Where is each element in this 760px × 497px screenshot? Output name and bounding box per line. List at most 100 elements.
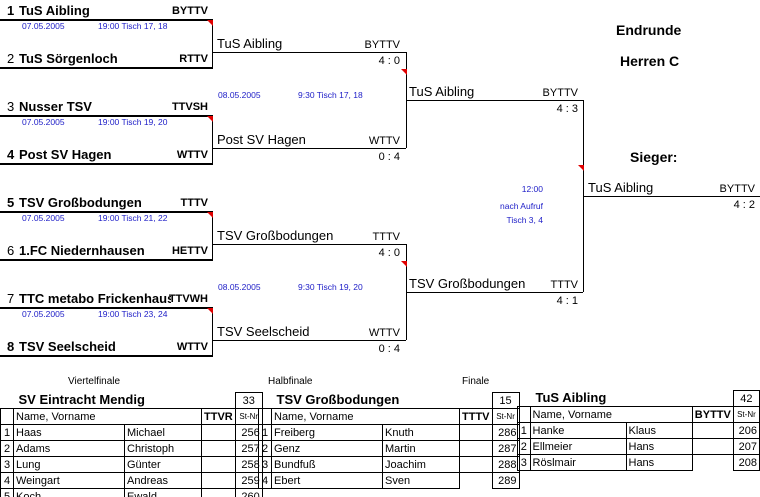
assoc-blank	[201, 472, 236, 489]
row-number: 2	[0, 440, 14, 457]
marker-icon	[401, 69, 407, 75]
last-name: Adams	[13, 440, 125, 457]
team-name: TTC metabo Frickenhaus	[19, 291, 171, 306]
slot-line	[406, 292, 583, 293]
slot-line	[0, 67, 213, 69]
match-score: 4 : 0	[378, 247, 400, 259]
team-association: BYTTV	[364, 39, 400, 51]
start-number: 206	[732, 422, 760, 439]
slot-line	[0, 19, 213, 21]
row-number: 4	[258, 472, 272, 489]
team-name: Nusser TSV	[19, 99, 92, 114]
team-association: TTVWH	[168, 293, 208, 305]
first-name: Günter	[124, 456, 202, 473]
row-number: 2	[258, 440, 272, 457]
last-name: Genz	[271, 440, 383, 457]
team-association: WTTV	[176, 149, 208, 161]
round-label-final: Finale	[462, 376, 490, 387]
champion-association: BYTTV	[719, 183, 755, 195]
marker-icon	[207, 212, 213, 218]
team-name: TSV Seelscheid	[19, 339, 116, 354]
assoc-blank	[459, 440, 493, 457]
row-number: 2	[517, 438, 531, 455]
column-stnr: St-Nr	[732, 406, 760, 423]
team-name: TSV Großbodungen	[276, 392, 400, 408]
team-name: TSV Großbodungen	[217, 228, 334, 243]
match-time-table: 19:00 Tisch 19, 20	[98, 117, 168, 127]
last-name: Ellmeier	[529, 438, 627, 455]
round-label-semi: Halbfinale	[268, 376, 313, 387]
header-blank	[517, 406, 531, 423]
row-number: 5	[0, 488, 14, 497]
seed-number: 5	[7, 195, 15, 210]
column-association: TTVR	[201, 408, 236, 425]
first-name: Michael	[124, 424, 202, 441]
marker-icon	[401, 261, 407, 267]
team-association: TTTV	[372, 231, 401, 243]
match-score: 0 : 4	[378, 343, 400, 355]
slot-line	[583, 196, 760, 197]
title: Endrunde	[616, 22, 682, 38]
first-name: Andreas	[124, 472, 202, 489]
match-time-table: 19:00 Tisch 21, 22	[98, 213, 168, 223]
bracket-connector	[212, 212, 213, 260]
slot-line	[213, 52, 406, 53]
seed-number: 6	[7, 243, 15, 258]
team-association: WTTV	[176, 341, 208, 353]
assoc-blank	[459, 424, 493, 441]
team-name: 1.FC Niedernhausen	[19, 243, 145, 258]
first-name: Martin	[382, 440, 460, 457]
team-name: TSV Großbodungen	[19, 195, 142, 210]
last-name: Koch	[13, 488, 125, 497]
match-date: 07.05.2005	[22, 213, 65, 223]
marker-icon	[207, 308, 213, 314]
marker-icon	[578, 165, 584, 171]
seed-number: 1	[7, 3, 15, 18]
team-association: HETTV	[171, 245, 208, 257]
team-name: TuS Aibling	[19, 3, 90, 18]
slot-line	[0, 211, 213, 213]
first-name: Christoph	[124, 440, 202, 457]
assoc-blank	[459, 472, 493, 489]
last-name: Hanke	[529, 422, 627, 439]
team-name: TuS Aibling	[409, 84, 475, 99]
match-date: 07.05.2005	[22, 117, 65, 127]
seed-number: 4	[7, 147, 15, 162]
slot-line	[0, 163, 213, 165]
team-number: 42	[732, 390, 760, 407]
row-number: 3	[258, 456, 272, 473]
match-time: 12:00	[521, 184, 543, 194]
match-time-table: 9:30 Tisch 17, 18	[298, 90, 363, 100]
match-score: 0 : 4	[378, 151, 400, 163]
match-score: 4 : 3	[556, 103, 578, 115]
slot-line	[0, 355, 213, 357]
column-association: TTTV	[459, 408, 493, 425]
slot-line	[213, 244, 406, 245]
winner-label: Sieger:	[630, 149, 678, 165]
last-name: Lung	[13, 456, 125, 473]
first-name: Joachim	[382, 456, 460, 473]
slot-line	[0, 307, 213, 309]
assoc-blank	[201, 456, 236, 473]
start-number: 207	[732, 438, 760, 455]
start-number: 260	[234, 488, 263, 497]
marker-icon	[207, 116, 213, 122]
header-blank	[258, 408, 272, 425]
team-association: WTTV	[368, 327, 400, 339]
slot-line	[213, 148, 406, 149]
